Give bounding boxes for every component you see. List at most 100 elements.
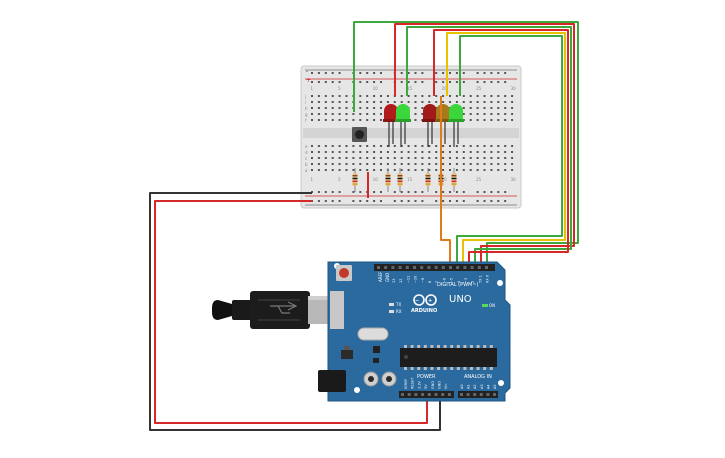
- resistor[interactable]: [425, 168, 431, 192]
- rail-hole: [324, 191, 327, 193]
- breadboard-hole: [497, 163, 500, 165]
- usb-icon: [270, 301, 298, 314]
- breadboard-hole: [490, 119, 493, 121]
- rail-hole: [462, 200, 465, 202]
- breadboard-hole: [462, 163, 465, 165]
- breadboard-hole: [449, 151, 451, 153]
- header-pin: [456, 266, 460, 269]
- header-pin: [421, 393, 425, 396]
- rx-led: [389, 310, 394, 313]
- breadboard-hole: [483, 163, 486, 165]
- rail-hole: [311, 81, 313, 83]
- breadboard-hole: [442, 101, 445, 103]
- breadboard-hole: [317, 163, 320, 165]
- resistor[interactable]: [397, 168, 403, 192]
- breadboard-hole: [331, 169, 334, 171]
- led-green-1[interactable]: [395, 104, 411, 147]
- breadboard-hole: [483, 145, 486, 147]
- rail-hole: [400, 200, 403, 202]
- breadboard-hole: [324, 163, 327, 165]
- header-pin: [460, 393, 463, 396]
- breadboard-hole: [483, 107, 486, 109]
- row-letter: i: [305, 100, 306, 105]
- breadboard-hole: [317, 157, 320, 159]
- wire-yellow[interactable]: [446, 32, 566, 266]
- power-pin-label: IOREF: [404, 379, 408, 389]
- rail-hole: [435, 191, 438, 193]
- breadboard-hole: [324, 101, 327, 103]
- header-pin: [473, 393, 477, 396]
- breadboard-hole: [462, 169, 465, 171]
- breadboard-hole: [504, 145, 507, 147]
- rail-hole: [421, 191, 424, 193]
- resistor[interactable]: [352, 168, 358, 192]
- rail-hole: [490, 200, 493, 202]
- breadboard-hole: [380, 151, 382, 153]
- rail-hole: [442, 191, 445, 193]
- breadboard-hole: [476, 107, 479, 109]
- breadboard-hole: [435, 151, 438, 153]
- breadboard-hole: [504, 113, 507, 115]
- header-pin: [434, 266, 438, 269]
- column-number: 5: [338, 86, 341, 91]
- wires: [149, 21, 579, 431]
- power-on-led: [482, 304, 488, 307]
- digital-pin-label: RX 0: [486, 275, 490, 283]
- digital-pin-label: 8: [428, 281, 432, 283]
- breadboard-hole: [497, 145, 500, 147]
- led-green-2[interactable]: [448, 104, 464, 147]
- digital-pin-label: ~10: [414, 276, 418, 283]
- wire-red-2[interactable]: [433, 29, 569, 266]
- wire-orange[interactable]: [440, 96, 451, 266]
- led-red-1[interactable]: [383, 104, 399, 147]
- breadboard-hole: [331, 107, 334, 109]
- pushbutton[interactable]: [352, 127, 367, 142]
- column-number: 1: [311, 177, 314, 182]
- breadboard-hole: [490, 113, 493, 115]
- breadboard-hole: [380, 163, 382, 165]
- resistor[interactable]: [385, 168, 391, 192]
- breadboard-hole: [317, 169, 320, 171]
- breadboard-hole: [511, 95, 514, 97]
- breadboard-hole: [490, 169, 493, 171]
- breadboard-hole: [400, 145, 403, 147]
- wire-gnd-black[interactable]: [149, 192, 441, 431]
- breadboard-hole: [442, 151, 445, 153]
- breadboard-hole: [338, 163, 341, 165]
- breadboard-hole: [366, 95, 369, 97]
- breadboard-hole: [469, 157, 472, 159]
- wire-green-3[interactable]: [456, 35, 563, 266]
- breadboard-hole: [483, 119, 486, 121]
- rail-hole: [504, 72, 507, 74]
- dc-barrel-jack: [318, 370, 346, 392]
- analog-pin-label: A3: [480, 384, 484, 389]
- rail-hole: [359, 72, 362, 74]
- breadboard-hole: [504, 169, 507, 171]
- breadboard-hole: [352, 113, 355, 115]
- analog-header: [458, 391, 498, 398]
- breadboard-hole: [462, 151, 465, 153]
- wire-5v-red[interactable]: [154, 200, 428, 424]
- led-red-2[interactable]: [422, 104, 438, 147]
- resistor[interactable]: [451, 168, 457, 192]
- header-pin: [477, 266, 481, 269]
- breadboard-hole: [407, 101, 410, 103]
- breadboard-hole: [490, 157, 493, 159]
- breadboard-hole: [421, 107, 424, 109]
- reset-button-cap[interactable]: [339, 268, 349, 278]
- rail-hole: [449, 81, 451, 83]
- rail-hole: [366, 200, 369, 202]
- rail-hole: [393, 200, 396, 202]
- usb-cable[interactable]: [212, 291, 344, 329]
- breadboard-hole: [359, 163, 362, 165]
- rail-hole: [373, 81, 376, 83]
- tx-label: TX: [395, 302, 401, 307]
- rail-hole: [455, 81, 458, 83]
- breadboard-hole: [483, 169, 486, 171]
- power-header-label: POWER: [417, 374, 436, 380]
- breadboard-hole: [483, 151, 486, 153]
